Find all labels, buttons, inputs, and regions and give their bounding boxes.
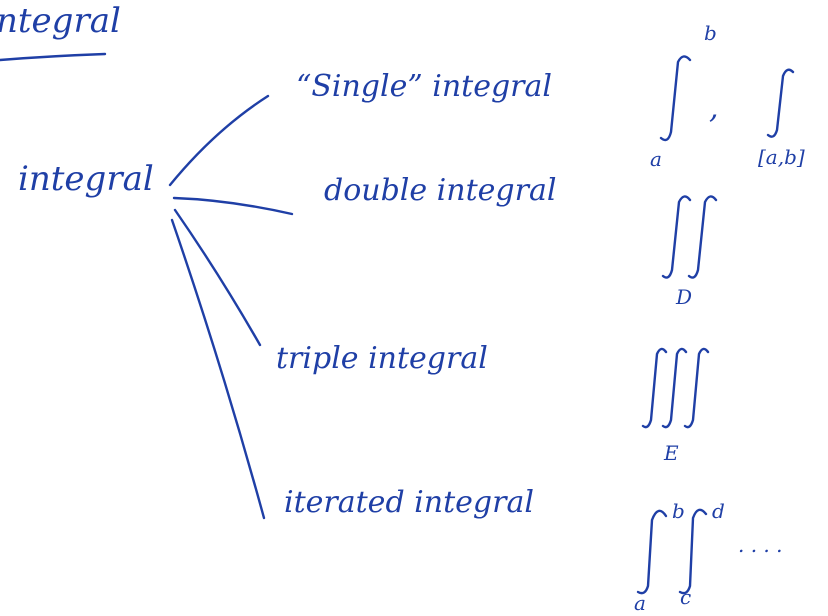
integral-sign-icon	[683, 347, 710, 429]
svg-text:c: c	[680, 585, 691, 609]
integral-sign-icon	[636, 509, 668, 595]
connector-triple	[173, 208, 262, 347]
header-title-fragment: ntegral	[0, 1, 121, 41]
svg-text:b: b	[704, 21, 717, 45]
header-underline	[0, 52, 107, 62]
triple-integral-icon: E	[641, 347, 710, 465]
branch-label-iterated: iterated integral	[284, 485, 534, 520]
svg-text:b: b	[672, 499, 685, 523]
svg-text:a: a	[650, 147, 662, 171]
single-integral-icon: b a , [a,b]	[650, 21, 805, 171]
connector-iterated	[170, 218, 266, 520]
root-label: integral	[18, 159, 154, 199]
svg-text:d: d	[712, 499, 725, 523]
svg-text:D: D	[675, 285, 692, 309]
integral-sign-icon	[641, 347, 668, 429]
iterated-integral-icon: b d a c . . . .	[634, 499, 783, 615]
integral-sign-icon	[661, 347, 688, 429]
svg-text:[a,b]: [a,b]	[758, 145, 805, 169]
integral-sign-icon	[766, 68, 795, 138]
svg-text:,: ,	[709, 91, 719, 126]
integral-sign-icon	[678, 508, 708, 595]
connector-double	[172, 196, 294, 216]
branch-label-single: “Single” integral	[296, 69, 552, 104]
integral-sign-icon	[659, 55, 692, 142]
svg-text:a: a	[634, 591, 646, 615]
double-integral-icon: D	[661, 195, 718, 309]
integral-sign-icon	[687, 195, 718, 279]
ellipsis: . . . .	[738, 533, 783, 557]
svg-text:E: E	[663, 441, 679, 465]
branch-label-double: double integral	[324, 173, 556, 208]
branch-label-triple: triple integral	[276, 341, 488, 376]
integral-sign-icon	[661, 195, 692, 279]
connector-single	[168, 94, 270, 187]
